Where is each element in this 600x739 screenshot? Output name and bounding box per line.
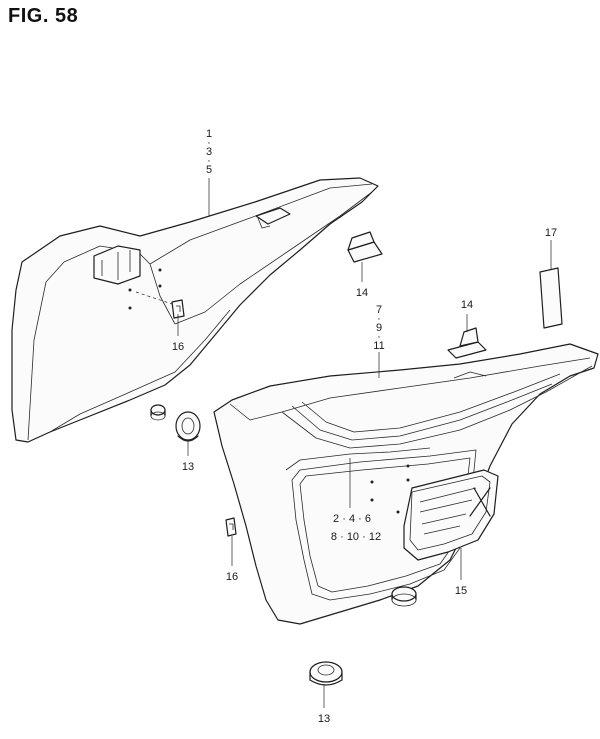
callout-16-left: 16	[172, 341, 184, 353]
callout-2-4-6: 2 · 4 · 6	[333, 513, 371, 525]
callout-1: 1	[206, 128, 212, 140]
callout-9: 9	[376, 322, 382, 334]
callout-14-right: 14	[461, 299, 473, 311]
callout-14-left: 14	[356, 287, 368, 299]
callout-dot: ·	[207, 155, 211, 167]
left-frame-cover	[11, 177, 379, 443]
grommet-lower	[309, 661, 343, 686]
callout-7: 7	[376, 304, 382, 316]
callout-3: 3	[206, 146, 212, 158]
cushion-left	[347, 231, 383, 263]
leader-lines	[177, 178, 552, 708]
cushion-right	[447, 327, 487, 359]
callout-8-10-12: 8 · 10 · 12	[331, 531, 381, 543]
clip-left	[171, 299, 185, 319]
callout-15: 15	[455, 585, 467, 597]
callout-16-lower: 16	[226, 571, 238, 583]
callout-11: 11	[373, 340, 384, 352]
figure-title: FIG. 58	[8, 5, 79, 27]
callout-13-lower: 13	[318, 713, 330, 725]
clip-lower	[225, 517, 237, 537]
callout-13-upper: 13	[182, 461, 194, 473]
callout-dot: ·	[377, 331, 381, 343]
callouts: 1 · 3 · 5 16 13 14 7 · 9 · 11 14 17 2 · …	[172, 128, 557, 725]
callout-dot: ·	[207, 137, 211, 149]
callout-17: 17	[545, 227, 557, 239]
callout-5: 5	[206, 164, 212, 176]
grommet-upper	[175, 411, 201, 442]
callout-dot: ·	[377, 313, 381, 325]
right-frame-cover	[213, 343, 599, 625]
tape	[539, 267, 563, 329]
emblem	[403, 469, 499, 561]
